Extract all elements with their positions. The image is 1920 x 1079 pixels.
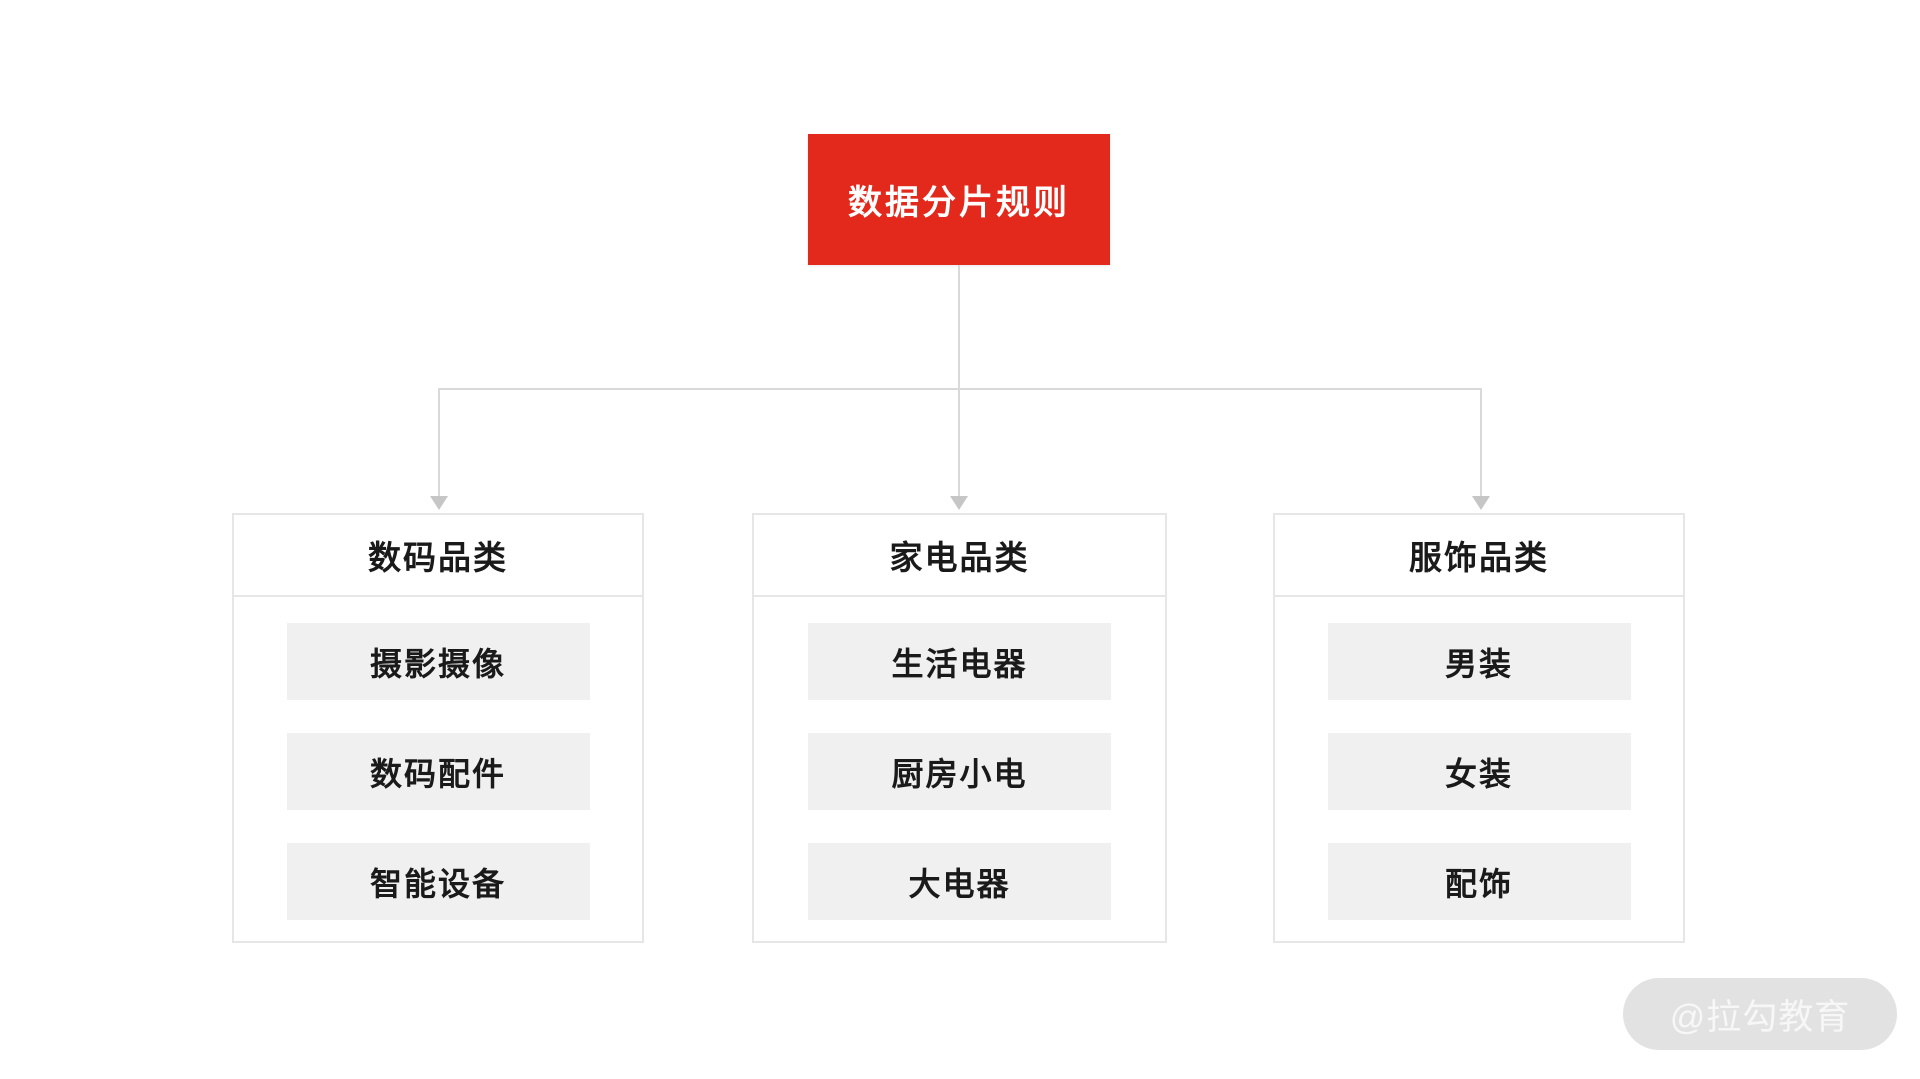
connector-vertical-right	[1480, 389, 1482, 496]
category-item: 摄影摄像	[286, 623, 590, 700]
category-item-list: 生活电器 厨房小电 大电器	[754, 597, 1165, 920]
category-header: 家电品类	[754, 515, 1165, 597]
connector-vertical-left	[438, 389, 440, 496]
watermark-badge: @拉勾教育	[1623, 978, 1897, 1050]
category-item: 女装	[1327, 733, 1631, 810]
root-node-label: 数据分片规则	[848, 184, 1070, 222]
category-box-appliance: 家电品类 生活电器 厨房小电 大电器	[752, 513, 1167, 943]
category-header: 服饰品类	[1275, 515, 1683, 597]
category-item-list: 男装 女装 配饰	[1275, 597, 1683, 920]
watermark-text: @拉勾教育	[1669, 997, 1851, 1037]
arrow-down-icon	[1472, 496, 1490, 510]
category-item: 厨房小电	[808, 733, 1111, 810]
category-box-digital: 数码品类 摄影摄像 数码配件 智能设备	[232, 513, 644, 943]
connector-vertical-center	[958, 265, 960, 496]
category-header: 数码品类	[234, 515, 642, 597]
category-item: 配饰	[1327, 843, 1631, 920]
arrow-down-icon	[430, 496, 448, 510]
category-item: 大电器	[808, 843, 1111, 920]
category-item: 生活电器	[808, 623, 1111, 700]
category-item: 智能设备	[286, 843, 590, 920]
category-box-apparel: 服饰品类 男装 女装 配饰	[1273, 513, 1685, 943]
connector-horizontal	[438, 388, 1482, 390]
category-item-list: 摄影摄像 数码配件 智能设备	[234, 597, 642, 920]
root-node: 数据分片规则	[808, 134, 1110, 265]
category-item: 数码配件	[286, 733, 590, 810]
arrow-down-icon	[950, 496, 968, 510]
category-item: 男装	[1327, 623, 1631, 700]
